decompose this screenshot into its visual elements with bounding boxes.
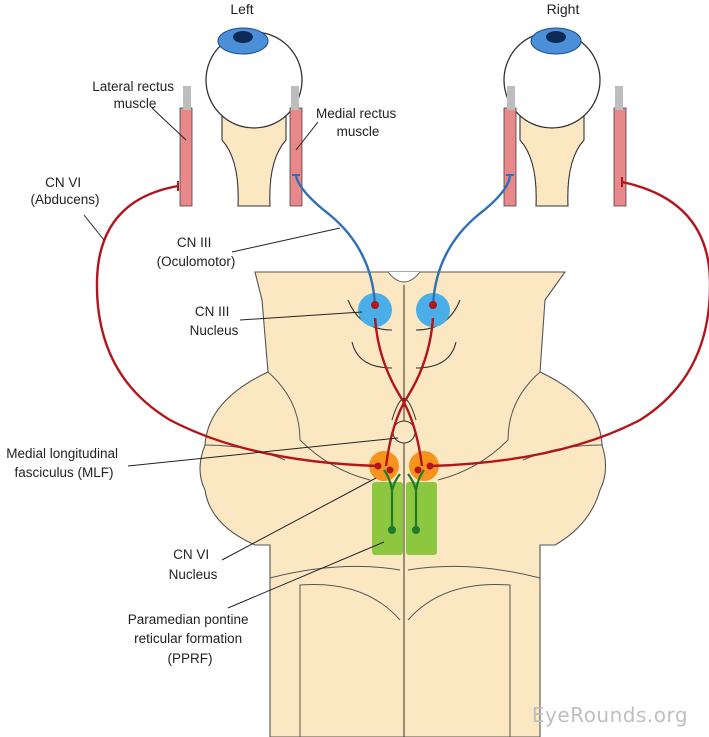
leader-cn3-nucleus [239, 311, 363, 321]
neuron-somas [371, 301, 437, 474]
medulla-left [299, 583, 401, 737]
pprf [372, 482, 437, 555]
right-optic-stalk [519, 109, 585, 207]
label-pprf-line1: Paramedian pontine [128, 612, 249, 627]
label-cn3-line2: (Oculomotor) [157, 254, 236, 269]
leader-cn6 [83, 214, 105, 241]
decussation-circle [392, 420, 416, 444]
label-cn6-nucleus: CN VI Nucleus [169, 547, 218, 582]
label-cn3-nucleus: CN III Nucleus [190, 304, 239, 338]
right-eye [503, 27, 627, 207]
left-lateral-rectus [179, 107, 193, 207]
soma-cn3-right [429, 301, 437, 309]
pons-fold-left [269, 565, 401, 579]
cn3-nuclei [358, 293, 450, 327]
label-cn3-nucleus-line1: CN III [195, 304, 230, 319]
right-medial-rectus [503, 107, 517, 207]
nerve-terminals [177, 174, 623, 191]
soma-cn6-left-a [374, 462, 382, 470]
midbrain-notch [387, 271, 421, 283]
label-medial-rectus-line1: Medial rectus [316, 106, 397, 121]
label-mlf-line2: fasciculus (MLF) [14, 465, 113, 480]
cn3-nucleus-left [358, 293, 392, 327]
cn3-nerve-right [431, 175, 512, 306]
cn6-nucleus-left [369, 451, 399, 481]
label-mlf-line1: Medial longitudinal [6, 446, 118, 461]
pprf-somas [388, 526, 420, 534]
pprf-soma-right [412, 526, 420, 534]
mlf-right-to-left [373, 317, 424, 467]
leader-medial-rectus [295, 121, 319, 151]
leader-lines [83, 107, 399, 609]
soma-cn6-left-b [386, 466, 394, 474]
watermark: EyeRounds.org [532, 703, 688, 727]
side-label-right: Right [547, 1, 580, 17]
pprf-pathways [383, 469, 425, 528]
pprf-path-left-branch [390, 473, 401, 491]
pons-fold-right [407, 565, 541, 579]
mlf-left-to-right [384, 317, 435, 467]
left-eye [179, 27, 303, 207]
label-lateral-rectus-line2: muscle [114, 96, 157, 111]
left-pupil [233, 31, 253, 43]
left-medial-rectus-tendon [291, 86, 299, 110]
label-cn3-nucleus-line2: Nucleus [190, 323, 239, 338]
cn6-nerve-right [429, 180, 709, 468]
label-mlf: Medial longitudinal fasciculus (MLF) [6, 446, 122, 480]
right-medial-rectus-tendon [507, 86, 515, 110]
leader-cn6-nucleus [221, 477, 377, 561]
pprf-left [372, 482, 403, 555]
label-medial-rectus: Medial rectus muscle [316, 106, 400, 139]
label-lateral-rectus: Lateral rectus muscle [92, 79, 178, 111]
label-cn3: CN III (Oculomotor) [157, 235, 236, 269]
pprf-path-right-branch [407, 473, 418, 491]
leader-mlf [127, 437, 399, 467]
left-lateral-rectus-tendon [183, 86, 191, 110]
labels: Lateral rectus muscle Medial rectus musc… [6, 79, 400, 666]
cn3-nucleus-right [416, 293, 450, 327]
side-label-left: Left [230, 1, 253, 17]
left-optic-stalk [221, 109, 287, 207]
decussation-arc [391, 397, 417, 421]
label-pprf: Paramedian pontine reticular formation (… [128, 612, 253, 666]
cn6-nerves [95, 180, 709, 468]
label-medial-rectus-line2: muscle [337, 124, 380, 139]
right-lateral-rectus [613, 107, 627, 207]
soma-cn6-right-b [414, 466, 422, 474]
label-cn6-nucleus-line1: CN VI [173, 547, 209, 562]
leader-pprf [227, 541, 385, 609]
label-cn6-line2: (Abducens) [30, 192, 99, 207]
right-pupil [546, 31, 566, 43]
cn6-nucleus-right [409, 451, 439, 481]
label-pprf-line2: reticular formation [134, 631, 242, 646]
right-lateral-rectus-tendon [615, 86, 623, 110]
leader-lateral-rectus [151, 107, 187, 141]
cn3-nerves [294, 175, 512, 306]
medulla-right [407, 583, 511, 737]
pprf-right [406, 482, 437, 555]
soma-cn3-left [371, 301, 379, 309]
label-cn6-nucleus-line2: Nucleus [169, 567, 218, 582]
pons-lateral-right [437, 371, 541, 481]
label-cn3-line1: CN III [177, 235, 212, 250]
pons-lateral-left [267, 371, 371, 481]
pprf-soma-left [388, 526, 396, 534]
label-pprf-line3: (PPRF) [168, 651, 213, 666]
leader-cn3 [231, 227, 341, 253]
left-medial-rectus [289, 107, 303, 207]
soma-cn6-right-a [426, 462, 434, 470]
label-cn6: CN VI (Abducens) [30, 175, 99, 207]
cn6-nuclei [369, 451, 439, 481]
label-cn6-line1: CN VI [45, 175, 81, 190]
label-lateral-rectus-line1: Lateral rectus [92, 79, 174, 94]
cn3-nerve-left [294, 175, 377, 306]
cn6-nerve-left [95, 184, 379, 468]
